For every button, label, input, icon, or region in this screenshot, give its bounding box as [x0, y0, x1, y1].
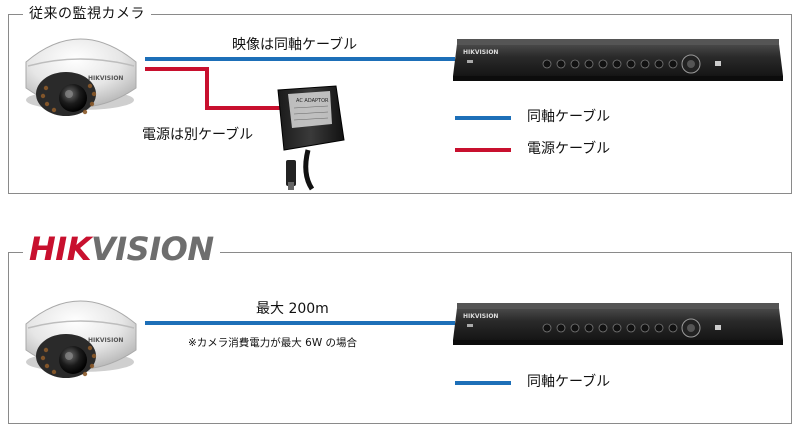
legend-coax-label: 同軸ケーブル: [527, 109, 611, 125]
legend-coax-label-bottom: 同軸ケーブル: [527, 374, 611, 390]
conventional-camera-panel: 従来の監視カメラ: [8, 4, 792, 194]
logo-vision: VISION: [90, 230, 214, 268]
dome-camera-hikvision: HIKVISION: [25, 300, 137, 378]
dvr-recorder: HIKVISION: [453, 39, 783, 81]
power-note: ※カメラ消費電力が最大 6W の場合: [188, 337, 358, 349]
dvr-brand-text-bottom: HIKVISION: [463, 313, 498, 320]
dvr-recorder-hikvision: HIKVISION: [453, 303, 783, 345]
dvr-brand-text: HIKVISION: [463, 49, 498, 56]
camera-brand-text: HIKVISION: [88, 75, 123, 82]
hikvision-panel: HIKVISION: [8, 229, 792, 424]
hikvision-logo: HIKVISION: [23, 229, 220, 269]
logo-hik: HIK: [29, 230, 91, 268]
power-cable-label: 電源は別ケーブル: [142, 127, 254, 143]
adapter-label-text: AC ADAPTOR: [296, 98, 329, 104]
power-cable-line: [145, 67, 282, 110]
camera-brand-text-bottom: HIKVISION: [88, 337, 123, 344]
distance-label: 最大 200m: [256, 301, 329, 317]
legend-power-label: 電源ケーブル: [527, 141, 611, 157]
top-cables: [145, 57, 511, 152]
panel-title-conventional: 従来の監視カメラ: [23, 4, 151, 24]
ac-adapter: AC ADAPTOR: [277, 85, 345, 191]
dome-camera: HIKVISION: [25, 38, 137, 116]
coax-cable-label: 映像は同軸ケーブル: [232, 37, 358, 53]
bottom-cables: [145, 321, 511, 385]
